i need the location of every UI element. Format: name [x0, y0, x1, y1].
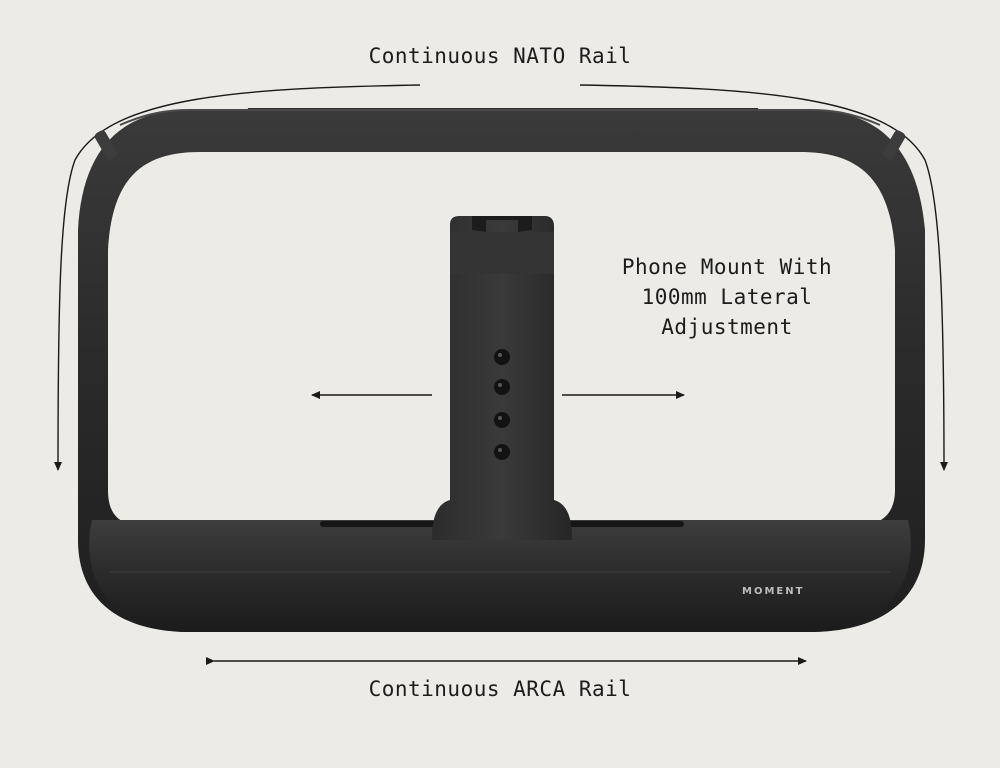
nato-rail-label: Continuous NATO Rail	[368, 44, 632, 68]
phone-mount-label-line-1: Phone Mount With	[621, 255, 833, 279]
brand-logo: MOMENT	[742, 586, 805, 597]
phone-mount-label: Phone Mount With 100mm Lateral Adjustmen…	[572, 252, 882, 342]
right-curved-arrow	[579, 84, 948, 471]
left-curved-arrow	[54, 84, 421, 471]
phone-mount	[432, 216, 572, 540]
arca-rail-label: Continuous ARCA Rail	[368, 677, 632, 701]
arca-rail-base	[89, 520, 911, 632]
phone-mount-label-line-2: 100mm Lateral	[641, 285, 813, 309]
phone-mount-label-line-3: Adjustment	[661, 315, 793, 339]
